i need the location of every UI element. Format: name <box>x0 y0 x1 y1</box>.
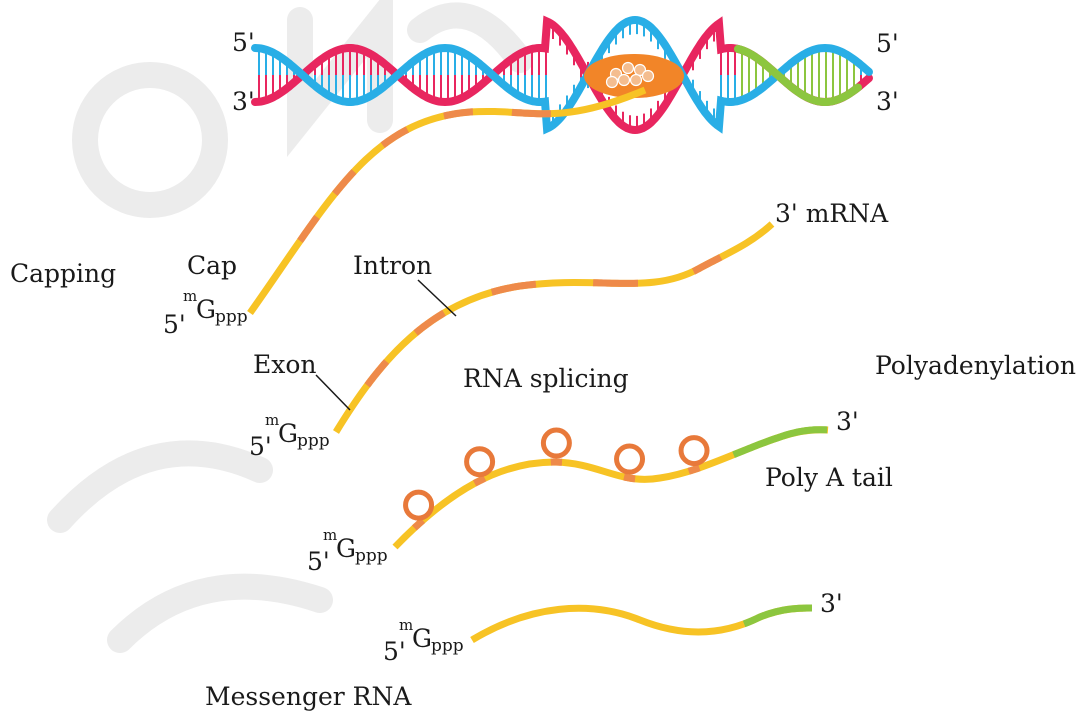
pre-mrna <box>333 221 775 434</box>
methyl-superscript: m <box>183 287 197 305</box>
triphosphate-subscript: ppp <box>215 307 248 327</box>
intron-segment <box>413 309 446 336</box>
five-prime-label: 5' <box>383 637 406 666</box>
intron-label: Intron <box>353 251 432 280</box>
dna-bottom-left-label: 3' <box>232 87 255 116</box>
ribonucleoprotein-ring <box>403 489 435 521</box>
methyl-superscript: m <box>399 616 413 634</box>
triphosphate-subscript: ppp <box>431 636 464 656</box>
triphosphate-subscript: ppp <box>355 546 388 566</box>
pre-mrna-strand <box>333 221 775 434</box>
watermark <box>47 0 533 653</box>
intron-segment <box>692 254 723 275</box>
dna-bottom-right-label: 3' <box>876 87 899 116</box>
ribonucleoprotein-ring <box>540 427 572 459</box>
polymerase-subunit <box>629 73 643 87</box>
rna-splicing-label: RNA splicing <box>463 364 629 393</box>
mrna-3prime-label: 3' mRNA <box>775 199 889 228</box>
methyl-superscript: m <box>323 526 337 544</box>
cap-label: Cap <box>187 251 237 280</box>
polymerase-subunit <box>605 75 619 89</box>
poly-a-tail-segment <box>742 604 812 628</box>
messenger-rna <box>470 604 813 643</box>
ribonucleoprotein-particles <box>403 427 710 521</box>
poly-a-tail-segment <box>732 426 828 458</box>
spliced-mrna <box>392 426 829 550</box>
messenger-rna-strand <box>470 604 813 643</box>
transcript-segments <box>297 108 828 628</box>
ribonucleoprotein-ring <box>678 435 710 467</box>
cap-notation-3: 5' m G ppp <box>307 526 388 576</box>
intron-segment <box>443 108 474 120</box>
polymerase-subunit <box>617 73 631 87</box>
intron-segment <box>490 280 537 296</box>
splice-junction <box>623 473 636 483</box>
guanine-label: G <box>196 295 216 324</box>
dna-top-right-label: 5' <box>876 29 899 58</box>
intron-segment <box>592 279 638 287</box>
polymerase-subunit <box>621 61 635 75</box>
ribonucleoprotein-ring <box>614 443 646 475</box>
guanine-label: G <box>412 624 432 653</box>
dna-top-left-label: 5' <box>232 28 255 57</box>
cap-notation-4: 5' m G ppp <box>383 616 464 666</box>
cap-notation-1: 5' m G ppp <box>163 287 248 339</box>
intron-segment <box>297 214 320 243</box>
exon-leader-line <box>315 374 351 411</box>
guanine-label: G <box>278 419 298 448</box>
polymerase-subunits <box>605 61 655 89</box>
polyadenylation-label: Polyadenylation <box>875 351 1076 380</box>
dna-strand-green-segment <box>734 44 862 106</box>
intron-segment <box>364 359 390 388</box>
intron-leader-line <box>417 279 457 317</box>
poly-a-tail-label: Poly A tail <box>765 463 893 492</box>
spliced-3prime-label: 3' <box>836 407 859 436</box>
five-prime-label: 5' <box>307 547 330 576</box>
five-prime-label: 5' <box>163 310 186 339</box>
splice-junction <box>412 517 426 531</box>
guanine-label: G <box>336 534 356 563</box>
five-prime-label: 5' <box>249 432 272 461</box>
splice-junction <box>687 464 701 475</box>
cap-notation-2: 5' m G ppp <box>249 411 330 461</box>
intron-segment <box>511 108 551 118</box>
rna-polymerase <box>584 54 684 98</box>
polymerase-subunit <box>641 69 655 83</box>
ribonucleoprotein-ring <box>464 446 496 478</box>
messenger-rna-label: Messenger RNA <box>205 682 412 711</box>
spliced-mrna-strand <box>392 426 829 550</box>
intron-segment <box>332 169 357 196</box>
capping-label: Capping <box>10 259 116 288</box>
triphosphate-subscript: ppp <box>297 431 330 451</box>
methyl-superscript: m <box>265 411 279 429</box>
intron-segment <box>380 126 410 148</box>
splice-junction <box>472 475 487 487</box>
exon-label: Exon <box>253 350 317 379</box>
mature-3prime-label: 3' <box>820 589 843 618</box>
